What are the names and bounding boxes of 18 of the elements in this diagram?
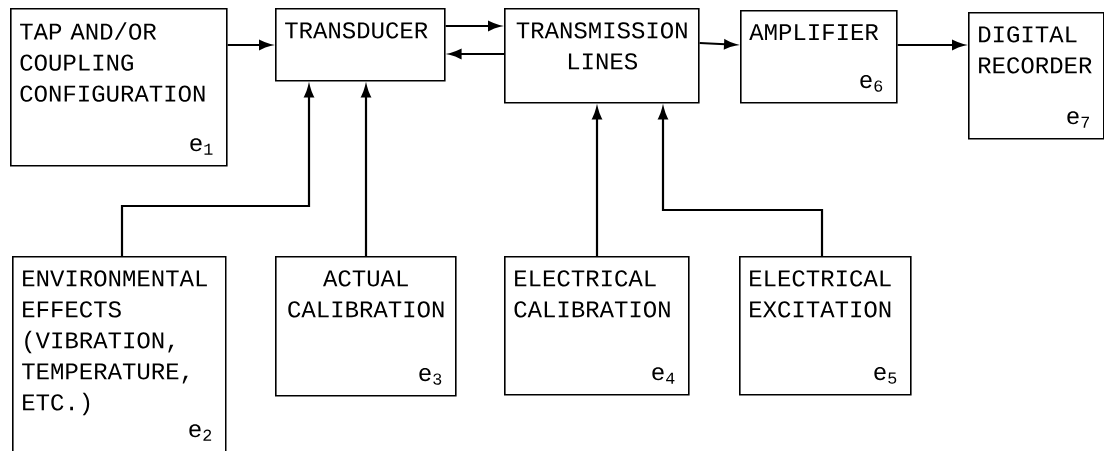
arrow (361, 85, 371, 256)
process-box: AMPLIFIER e$_{6}$ (740, 10, 898, 104)
process-box: TAP AND/OR COUPLING CONFIGURATION e$_{1}$ (10, 8, 228, 167)
process-box: ELECTRICAL EXCITATION e$_{5}$ (739, 256, 912, 396)
process-box: ACTUAL CALIBRATION e$_{3}$ (275, 256, 457, 397)
process-box: TRANSDUCER (275, 8, 446, 82)
process-box: ELECTRICAL CALIBRATION e$_{4}$ (504, 256, 690, 396)
arrow (897, 40, 965, 50)
arrow (120, 85, 314, 256)
arrow (592, 107, 602, 256)
process-box: ENVIRONMENTAL EFFECTS (VIBRATION, TEMPERATURE, ETC.) e$_{2}$ (12, 256, 227, 451)
arrow (227, 40, 272, 50)
process-box: TRANSMISSION LINES (504, 8, 700, 104)
arrow (699, 39, 737, 50)
arrow (658, 107, 824, 256)
arrow (449, 49, 504, 59)
process-box: DIGITAL RECORDER e$_{7}$ (968, 12, 1104, 140)
arrow (445, 21, 501, 31)
